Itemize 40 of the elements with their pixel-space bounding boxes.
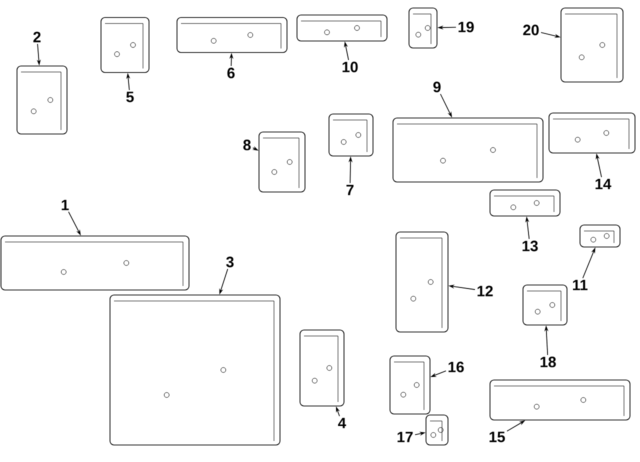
part-drawing [176, 17, 288, 53]
callout-number: 9 [433, 82, 441, 92]
callout-number: 1 [62, 200, 69, 210]
callout-number: 18 [540, 356, 556, 368]
callout-number: 4 [338, 418, 346, 428]
part-drawing [408, 8, 438, 48]
callout-number: 19 [458, 22, 474, 32]
part-drawing [258, 132, 306, 192]
part-drawing [522, 284, 568, 326]
callout-number: 6 [227, 68, 235, 78]
callout-number: 10 [342, 62, 358, 72]
part-drawing [548, 112, 636, 154]
part-drawing [110, 294, 280, 446]
part-drawing [390, 356, 430, 414]
part-drawing [300, 330, 344, 406]
part-drawing [0, 236, 190, 290]
callout-number: 16 [448, 362, 464, 372]
part-drawing [16, 66, 68, 134]
part-drawing [490, 190, 560, 216]
part-drawing [296, 14, 388, 42]
callout-number: 14 [596, 178, 612, 190]
part-drawing [328, 114, 374, 156]
part-drawing [392, 118, 544, 182]
part-drawing [560, 8, 624, 82]
part-drawing [580, 224, 620, 248]
callout-number: 13 [522, 240, 538, 252]
part-drawing [100, 17, 150, 73]
callout-number: 5 [126, 92, 134, 102]
callout-number: 7 [346, 184, 354, 196]
part-drawing [426, 414, 448, 446]
callout-number: 12 [478, 286, 493, 296]
callout-number: 8 [243, 140, 251, 150]
part-drawing [490, 380, 630, 420]
callout-number: 17 [398, 432, 413, 442]
callout-number: 3 [226, 256, 234, 268]
callout-number: 20 [523, 24, 539, 36]
callout-number: 11 [573, 280, 588, 290]
callout-number: 2 [33, 32, 41, 42]
part-drawing [396, 232, 448, 332]
callout-number: 15 [490, 432, 505, 442]
